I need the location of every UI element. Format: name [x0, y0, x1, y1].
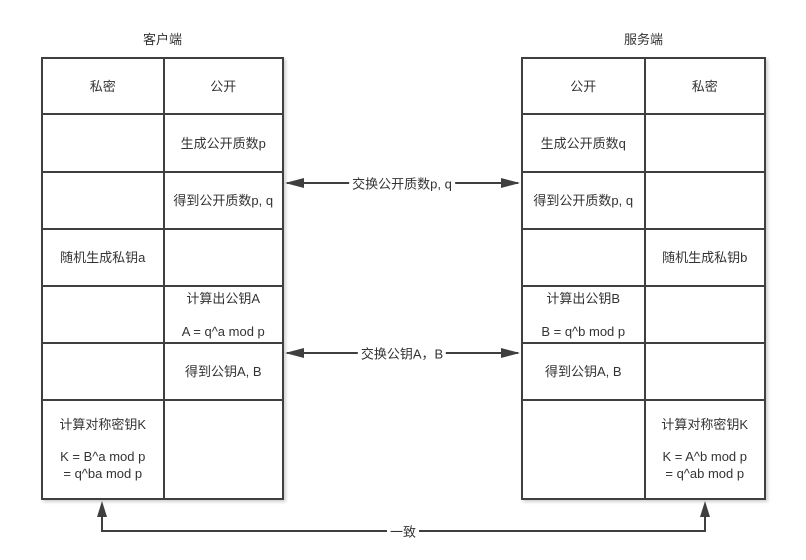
server-r6-public-empty: [523, 399, 644, 498]
client-key-formula: K = B^a mod p = q^ba mod p: [60, 448, 145, 482]
client-r4-public: 计算出公钥A A = q^a mod p: [162, 285, 282, 342]
server-r6-private-line1: 计算对称密钥K: [661, 417, 749, 432]
server-r1-public: 生成公开质数q: [523, 113, 644, 171]
exchange-primes-label: 交换公开质数p, q: [349, 173, 455, 193]
server-r4-public: 计算出公钥B B = q^b mod p: [523, 285, 644, 342]
server-table: 公开 私密 生成公开质数q 得到公开质数p, q 随机生成私钥b 计算出公钥B …: [521, 57, 766, 500]
client-r1-public: 生成公开质数p: [162, 113, 282, 171]
client-r2-private-empty: [43, 171, 163, 228]
server-key-formula-line1: K = A^b mod p: [662, 449, 747, 464]
client-r4-public-line1: 计算出公钥A: [186, 290, 261, 306]
server-r4-private-empty: [643, 285, 764, 342]
server-r4-public-formula: B = q^b mod p: [541, 323, 626, 339]
client-r4-private-empty: [43, 285, 163, 342]
consistent-label: 一致: [386, 521, 420, 541]
server-r6-private: 计算对称密钥K K = A^b mod p = q^ab mod p: [643, 399, 764, 498]
client-r3-private: 随机生成私钥a: [43, 228, 163, 285]
client-r6-public-empty: [162, 399, 282, 498]
client-r6-private-line1: 计算对称密钥K: [59, 417, 147, 432]
client-key-formula-line2: = q^ba mod p: [63, 466, 143, 481]
client-title: 客户端: [142, 32, 182, 47]
client-r5-private-empty: [43, 342, 163, 399]
server-header-private: 私密: [643, 59, 765, 113]
client-r5-public: 得到公钥A, B: [162, 342, 282, 399]
server-r2-public: 得到公开质数p, q: [523, 171, 644, 228]
client-r4-public-formula: A = q^a mod p: [181, 323, 265, 339]
server-r3-private: 随机生成私钥b: [643, 228, 764, 285]
server-r2-private-empty: [643, 171, 764, 228]
client-table: 私密 公开 生成公开质数p 得到公开质数p, q 随机生成私钥a 计算出公钥A …: [41, 57, 284, 500]
client-r2-public: 得到公开质数p, q: [162, 171, 282, 228]
client-r6-private: 计算对称密钥K K = B^a mod p = q^ba mod p: [43, 399, 163, 498]
client-header-private: 私密: [89, 78, 116, 94]
server-r3-public-empty: [523, 228, 644, 285]
client-key-formula-line1: K = B^a mod p: [60, 449, 146, 464]
server-key-formula-line2: = q^ab mod p: [665, 466, 745, 481]
client-r3-public-empty: [162, 228, 282, 285]
exchange-keys-label: 交换公钥A，B: [357, 343, 447, 363]
server-r5-private-empty: [643, 342, 764, 399]
server-r5-public: 得到公钥A, B: [523, 342, 644, 399]
server-r1-private-empty: [643, 113, 764, 171]
client-header-public: 公开: [162, 59, 283, 113]
client-r1-private-empty: [43, 113, 163, 171]
server-key-formula: K = A^b mod p = q^ab mod p: [662, 448, 747, 482]
server-r4-public-line1: 计算出公钥B: [546, 290, 621, 306]
server-title: 服务端: [623, 32, 663, 47]
server-header-public: 公开: [570, 78, 597, 94]
